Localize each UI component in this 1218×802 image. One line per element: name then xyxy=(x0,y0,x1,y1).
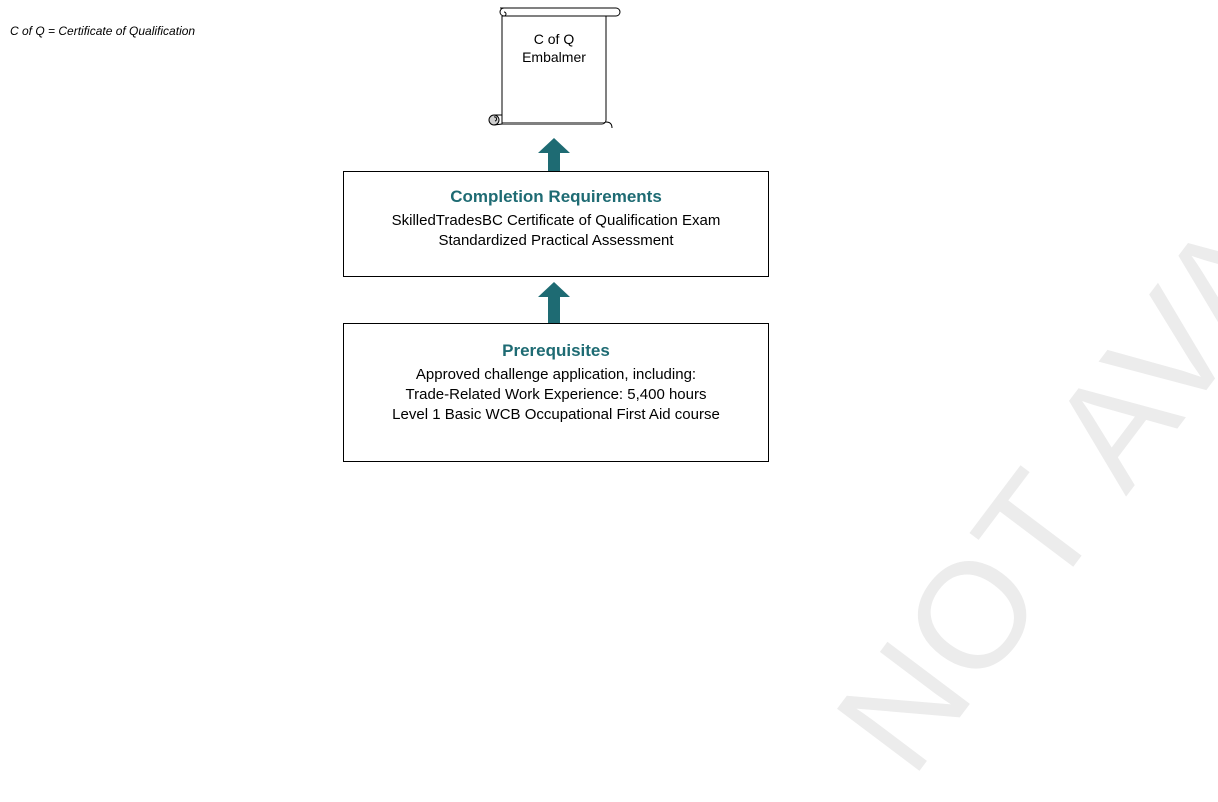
arrow-up-icon xyxy=(538,138,570,172)
prerequisites-box: Prerequisites Approved challenge applica… xyxy=(343,323,769,462)
completion-requirements-box: Completion Requirements SkilledTradesBC … xyxy=(343,171,769,277)
certificate-line-2: Embalmer xyxy=(522,49,586,65)
certificate-label: C of Q Embalmer xyxy=(500,30,608,66)
completion-title: Completion Requirements xyxy=(450,187,662,206)
completion-item: SkilledTradesBC Certificate of Qualifica… xyxy=(391,212,721,229)
prerequisite-item: Level 1 Basic WCB Occupational First Aid… xyxy=(392,406,720,423)
prerequisite-item: Trade-Related Work Experience: 5,400 hou… xyxy=(405,386,707,403)
certificate-line-1: C of Q xyxy=(533,31,575,47)
prerequisite-item: Approved challenge application, includin… xyxy=(415,366,697,383)
arrow-up-icon xyxy=(538,282,570,324)
certificate-scroll-icon xyxy=(488,7,621,129)
legend-note: C of Q = Certificate of Qualification xyxy=(10,24,196,38)
prerequisites-title: Prerequisites xyxy=(502,341,610,360)
completion-item: Standardized Practical Assessment xyxy=(438,232,674,249)
watermark-text: NOT AVAILABLE xyxy=(803,0,1218,800)
